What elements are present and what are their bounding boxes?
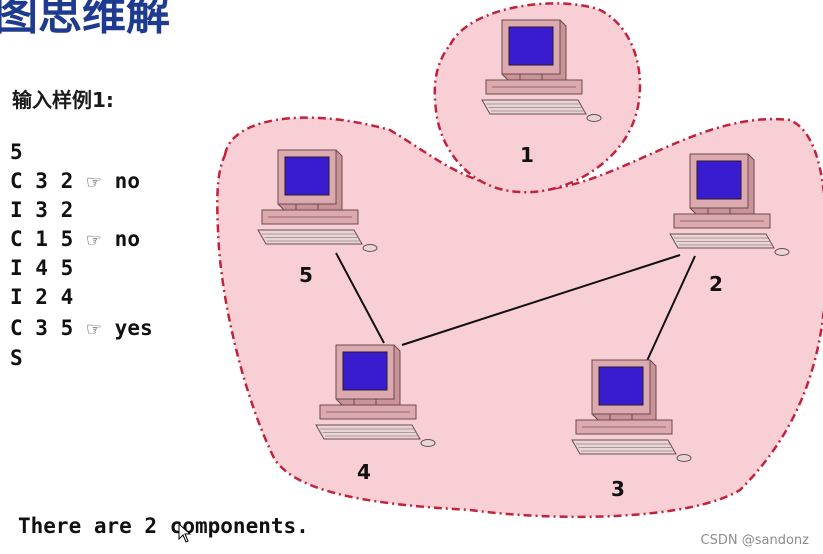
pointing-hand-icon: ☞ (85, 319, 103, 340)
input-line: I 4 5 (10, 256, 74, 280)
input-line: S (10, 346, 23, 370)
computer-node-4 (315, 344, 436, 447)
output-line: There are 2 components. (18, 514, 309, 538)
answer-text: yes (114, 316, 153, 340)
node-label-2: 2 (709, 272, 723, 296)
input-line: C 3 2 ☞ no (10, 169, 140, 193)
edge-2-3 (645, 255, 696, 364)
node-label-1: 1 (520, 143, 534, 167)
input-line: I 2 4 (10, 285, 74, 309)
input-line: C 1 5 ☞ no (10, 227, 140, 251)
computer-node-1 (481, 19, 602, 122)
computer-node-2 (669, 153, 790, 256)
component-region-node1 (433, 2, 642, 194)
node-label-4: 4 (357, 460, 371, 484)
input-line: 5 (10, 140, 23, 164)
edge-4-2 (401, 254, 681, 346)
computer-node-3 (571, 359, 692, 462)
pointing-hand-icon: ☞ (85, 172, 103, 193)
node-label-5: 5 (299, 263, 313, 287)
page-title: 图思维解 (0, 0, 170, 40)
input-example-label: 输入样例1: (12, 88, 114, 112)
input-line: I 3 2 (10, 198, 74, 222)
answer-text: no (114, 227, 140, 251)
edge-5-4 (335, 252, 385, 344)
mouse-cursor-icon (178, 523, 192, 543)
input-line: C 3 5 ☞ yes (10, 316, 153, 340)
computer-node-5 (257, 149, 378, 252)
node-label-3: 3 (611, 477, 625, 501)
watermark: CSDN @sandonz (700, 533, 809, 548)
pointing-hand-icon: ☞ (85, 230, 103, 251)
answer-text: no (114, 169, 140, 193)
